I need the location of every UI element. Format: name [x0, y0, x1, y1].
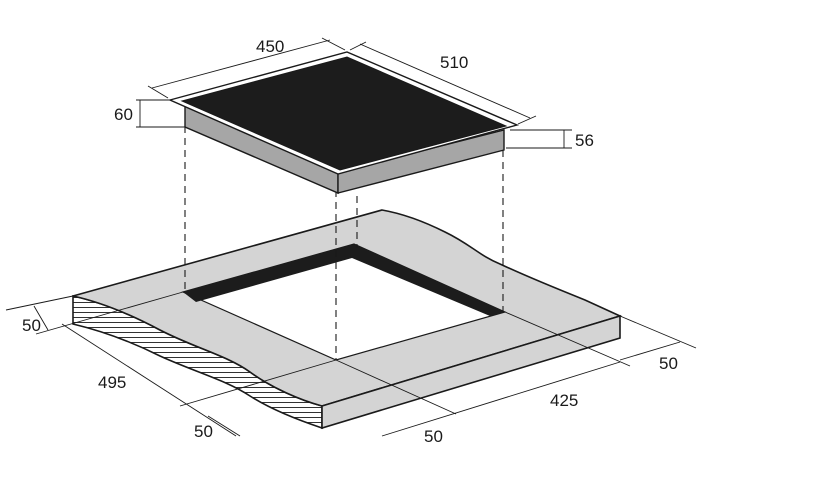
hob-glass	[180, 56, 508, 171]
cutout-width-label: 425	[550, 391, 578, 410]
hob-depth-label: 510	[440, 53, 468, 72]
hob-body-height-label: 56	[575, 131, 594, 150]
hob	[167, 51, 520, 195]
alignment-guides	[184, 126, 504, 360]
cutout-right-margin-label: 50	[659, 354, 678, 373]
hob-width-label: 450	[256, 37, 284, 56]
dimension-lines	[5, 37, 697, 437]
hob-total-height-label: 60	[114, 105, 133, 124]
countertop-front-face	[321, 314, 621, 430]
cutout-front-margin-label: 50	[194, 422, 213, 441]
cutout-left-margin-label: 50	[22, 316, 41, 335]
cutout-back-margin-label: 50	[424, 427, 443, 446]
cutout-depth-label: 495	[98, 373, 126, 392]
cutout-inner-wall-back	[183, 244, 505, 316]
countertop	[72, 209, 623, 430]
